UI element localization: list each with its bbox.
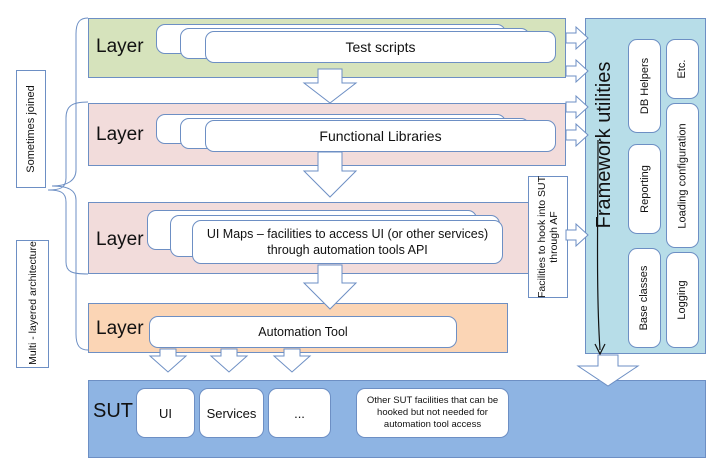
etc-card [666, 39, 699, 99]
base-classes-card [628, 248, 661, 348]
test-scripts-box: Test scripts [205, 31, 556, 63]
arrow-sut-ui [148, 348, 188, 373]
sut-more-box: ... [268, 388, 331, 438]
hook-connector-arrowhead [594, 343, 606, 356]
multi-layered-note-box [16, 240, 49, 368]
layer4-label: Layer [96, 318, 144, 339]
hook-connector-line [596, 139, 601, 351]
arrow-right-1 [565, 25, 589, 51]
logging-card [666, 252, 699, 348]
layer1-label: Layer [96, 36, 144, 57]
automation-tool-box: Automation Tool [149, 316, 457, 348]
arrow-right-5 [565, 222, 589, 248]
sut-label: SUT [93, 400, 133, 422]
sut-services-box: Services [199, 388, 264, 438]
ui-maps-box: UI Maps – facilities to access UI (or ot… [192, 220, 503, 264]
arrow-framework-sut [576, 354, 640, 387]
functional-libraries-box: Functional Libraries [205, 120, 556, 152]
arrow-sut-more [272, 348, 312, 373]
sut-ui-box: UI [136, 388, 195, 438]
brace-sometimes-joined [47, 101, 89, 275]
arrow-right-2 [565, 58, 589, 84]
arrow-down-2 [302, 151, 358, 198]
arrow-right-4 [565, 122, 589, 148]
arrow-right-3 [565, 94, 589, 120]
db-helpers-card [628, 39, 661, 133]
reporting-card [628, 144, 661, 234]
sometimes-joined-note-box [16, 70, 46, 188]
sut-other-facilities-box: Other SUT facilities that can be hooked … [356, 388, 509, 438]
brace-multi-layered [51, 17, 89, 351]
arrow-down-1 [302, 68, 358, 104]
layer3-label: Layer [96, 229, 144, 250]
layer2-label: Layer [96, 124, 144, 145]
loading-configuration-card [666, 103, 699, 248]
arrow-sut-services [209, 348, 249, 373]
arrow-down-3 [302, 264, 358, 310]
